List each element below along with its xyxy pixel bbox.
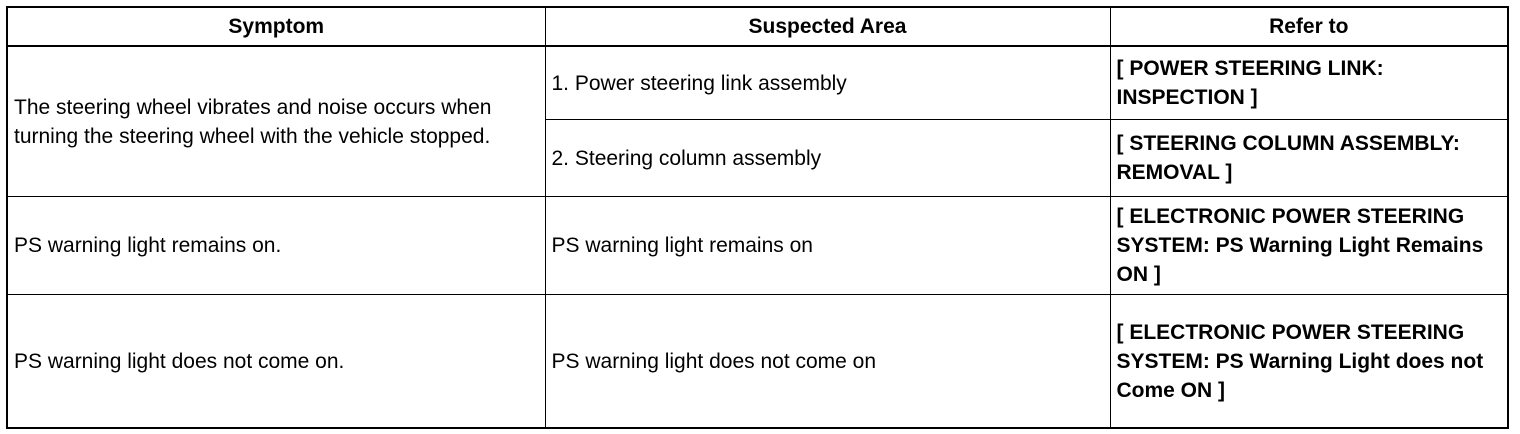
suspected-area-cell: PS warning light does not come on: [544, 294, 1111, 429]
refer-to-cell: [ POWER STEERING LINK: INSPECTION ]: [1109, 45, 1509, 120]
symptom-cell: The steering wheel vibrates and noise oc…: [6, 45, 546, 197]
table-row: PS warning light does not come on. PS wa…: [6, 294, 1509, 429]
symptom-cell: PS warning light does not come on.: [6, 294, 546, 429]
table-header: Symptom Suspected Area Refer to: [6, 6, 1509, 47]
refer-to-cell: [ STEERING COLUMN ASSEMBLY: REMOVAL ]: [1109, 119, 1509, 197]
suspected-area-cell: 2. Steering column assembly: [544, 119, 1111, 197]
table-row: The steering wheel vibrates and noise oc…: [6, 45, 1509, 197]
suspected-area-cell: 1. Power steering link assembly: [544, 45, 1111, 120]
header-refer-to: Refer to: [1109, 6, 1509, 47]
suspected-area-cell: PS warning light remains on: [544, 196, 1111, 295]
table-body: The steering wheel vibrates and noise oc…: [6, 45, 1509, 429]
header-row: Symptom Suspected Area Refer to: [6, 6, 1509, 47]
troubleshooting-table: Symptom Suspected Area Refer to The stee…: [6, 6, 1509, 429]
header-symptom: Symptom: [6, 6, 546, 47]
refer-to-cell: [ ELECTRONIC POWER STEERING SYSTEM: PS W…: [1109, 294, 1509, 429]
refer-to-cell: [ ELECTRONIC POWER STEERING SYSTEM: PS W…: [1109, 196, 1509, 295]
table-row: PS warning light remains on. PS warning …: [6, 196, 1509, 295]
header-suspected-area: Suspected Area: [544, 6, 1111, 47]
symptom-cell: PS warning light remains on.: [6, 196, 546, 295]
table-row: 2. Steering column assembly [ STEERING C…: [7, 119, 1509, 197]
